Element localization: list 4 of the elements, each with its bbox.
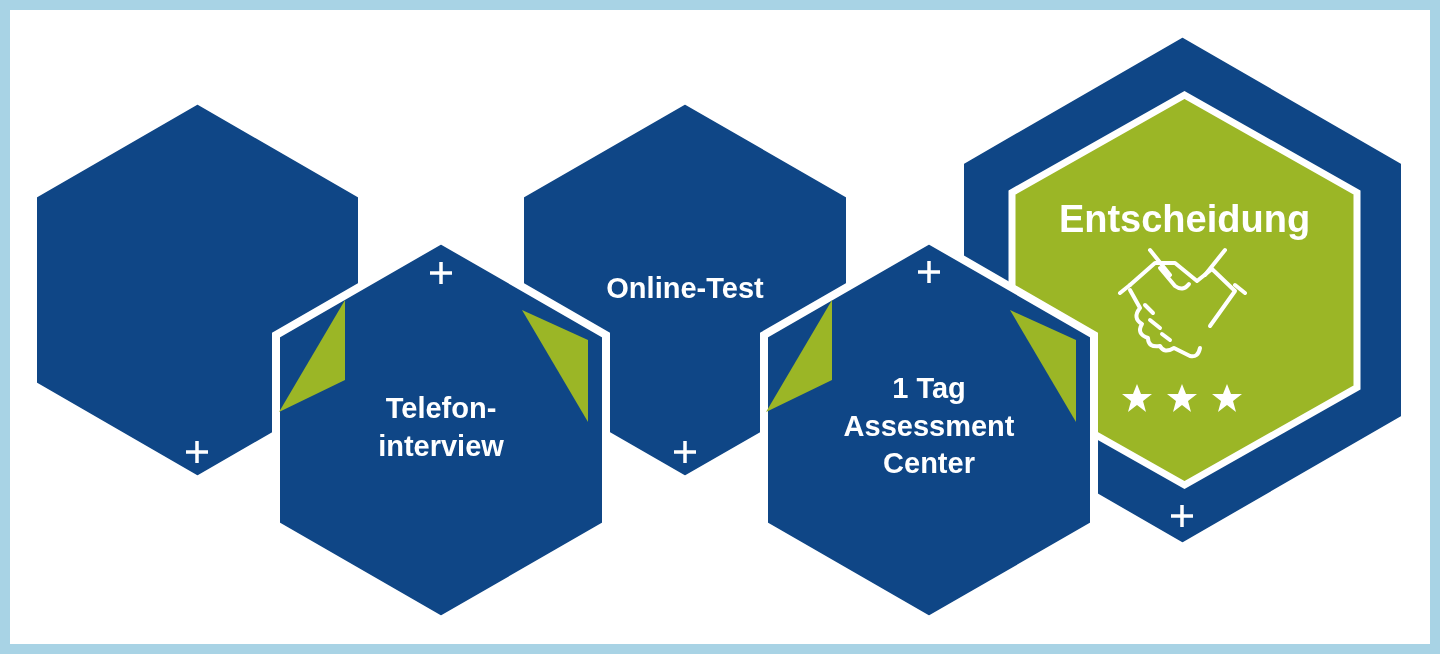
step-label: Telefon- interview <box>377 391 505 464</box>
step-label: Online-Test <box>605 271 765 306</box>
step-label: 1 Tag Assessment Center <box>842 371 1016 482</box>
step-title: Entscheidung <box>1057 197 1312 242</box>
